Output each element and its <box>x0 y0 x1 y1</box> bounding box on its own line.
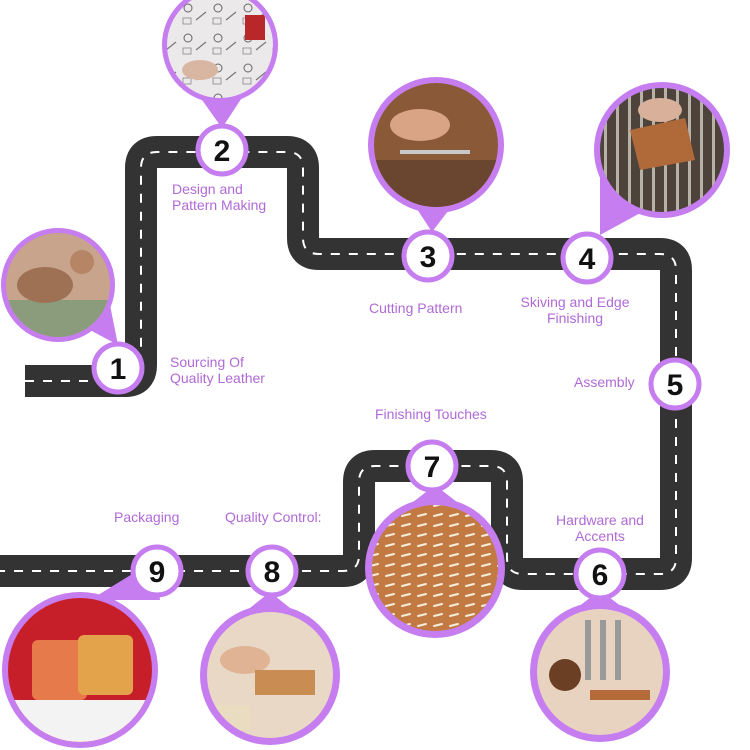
pattern-sketch-photo <box>167 0 273 98</box>
step-number: 3 <box>420 241 437 274</box>
photo-pin-9 <box>2 560 160 748</box>
step-label-8: Quality Control: <box>225 509 322 525</box>
stitching-detail-photo <box>372 505 498 631</box>
step-number: 2 <box>214 135 231 168</box>
step-label-7: Finishing Touches <box>375 406 487 422</box>
step-label-4: Skiving and Edge Finishing <box>520 294 630 326</box>
step-marker-1: 1 <box>91 341 145 395</box>
step-number: 5 <box>667 369 684 402</box>
cutting-pattern-photo <box>374 83 498 207</box>
step-number: 4 <box>579 243 596 276</box>
skiving-tools-photo <box>600 88 724 212</box>
step-number: 1 <box>110 353 127 386</box>
step-label-3: Cutting Pattern <box>369 300 463 316</box>
step-label-5: Assembly <box>574 374 635 390</box>
photo-pin-4 <box>594 82 730 235</box>
quality-control-photo <box>207 612 333 738</box>
step-number: 8 <box>264 556 281 589</box>
road <box>0 136 692 590</box>
step-number: 7 <box>424 451 441 484</box>
photo-pin-8 <box>200 592 340 745</box>
step-number: 9 <box>149 556 166 589</box>
photo-pin-6 <box>530 590 670 742</box>
hardware-tools-photo <box>537 609 663 735</box>
step-number: 6 <box>592 559 609 592</box>
step-label-9: Packaging <box>114 509 180 525</box>
step-marker-4: 4 <box>560 231 614 285</box>
step-label-2: Design and Pattern Making <box>172 181 267 213</box>
leather-shop-photo <box>6 233 110 337</box>
photo-pin-2 <box>162 0 278 128</box>
step-marker-2: 2 <box>195 123 249 177</box>
step-marker-9: 9 <box>130 544 184 598</box>
photo-pin-7 <box>365 485 505 638</box>
step-marker-6: 6 <box>573 547 627 601</box>
step-label-1: Sourcing Of Quality Leather <box>170 354 265 386</box>
step-marker-5: 5 <box>648 357 702 411</box>
packaging-bags-photo <box>8 598 152 742</box>
step-marker-8: 8 <box>245 544 299 598</box>
step-marker-7: 7 <box>405 439 459 493</box>
photo-pin-1 <box>1 228 118 345</box>
step-label-6: Hardware and Accents <box>556 512 644 544</box>
photo-pin-3 <box>368 77 504 232</box>
step-marker-3: 3 <box>401 229 455 283</box>
